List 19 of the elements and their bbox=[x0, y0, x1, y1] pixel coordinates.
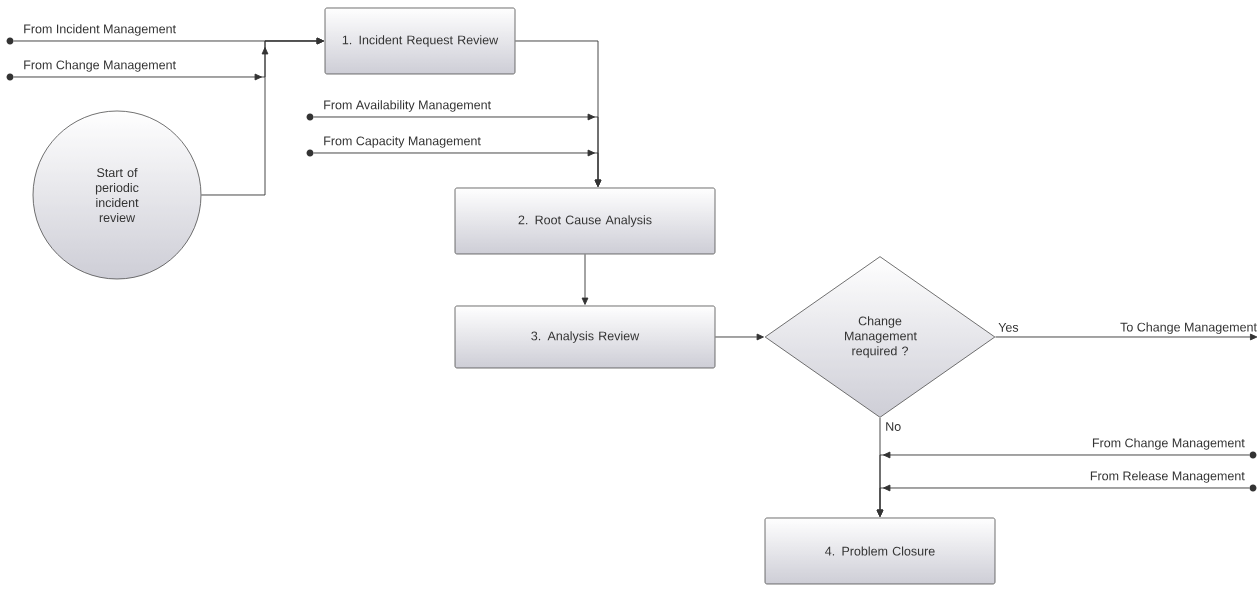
edge-label: From Change Management bbox=[1092, 438, 1245, 450]
edge-label: From Release Management bbox=[1090, 471, 1245, 483]
process-box: 2. Root Cause Analysis bbox=[454, 187, 716, 255]
process-box: 4. Problem Closure bbox=[764, 517, 996, 585]
edge-label: No bbox=[886, 422, 901, 431]
arrow bbox=[581, 253, 589, 305]
process-box: 3. Analysis Review bbox=[454, 305, 716, 369]
connector-label: To Change Management bbox=[1119, 321, 1258, 335]
edge-label: From Change Management bbox=[24, 60, 176, 72]
arrow bbox=[200, 37, 324, 196]
arrow bbox=[876, 484, 1250, 517]
edge-label: From Incident Management bbox=[24, 24, 176, 36]
edge-label: Yes bbox=[998, 323, 1019, 332]
edge-label: From Capacity Management bbox=[324, 136, 481, 148]
edge-label: From Availability Management bbox=[324, 100, 491, 112]
arrow bbox=[994, 333, 1258, 341]
arrow bbox=[313, 149, 602, 187]
arrow bbox=[714, 333, 764, 341]
process-box: 1. Incident Request Review bbox=[324, 7, 516, 75]
